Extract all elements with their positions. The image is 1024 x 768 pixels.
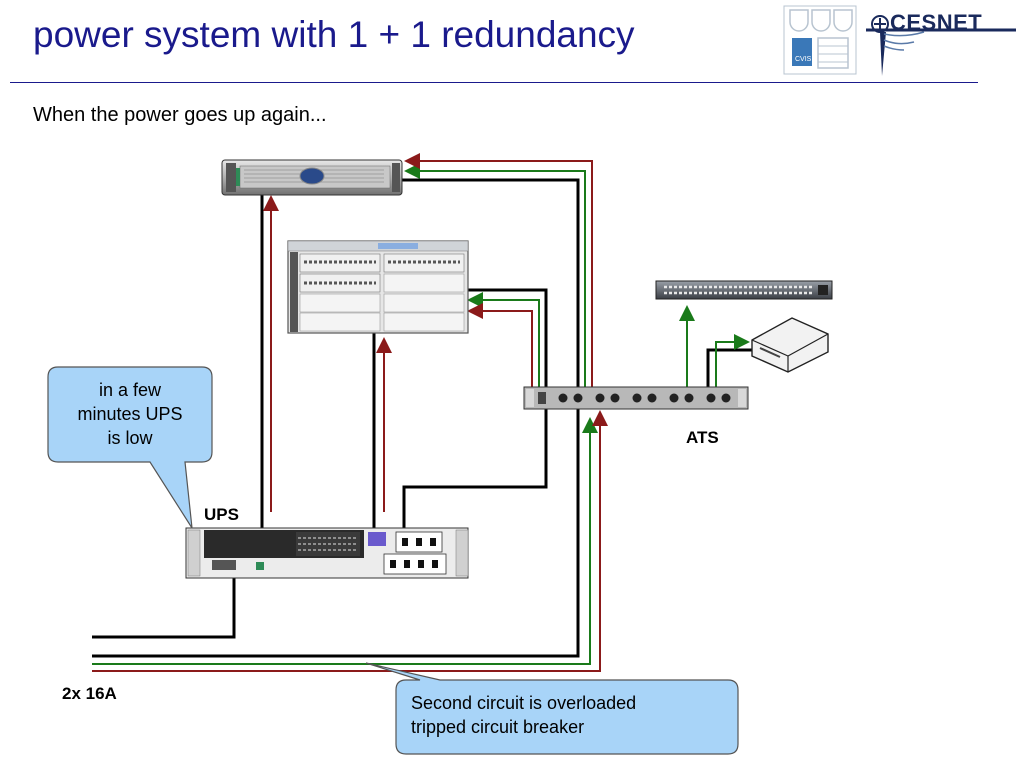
server-to-ats-cable [402, 178, 580, 388]
ats-power-strip [523, 386, 749, 410]
rack-server [221, 159, 403, 196]
circuit-green-arrow [92, 417, 598, 665]
ups-input-cable [92, 578, 236, 639]
callout-overloaded-text: Second circuit is overloaded tripped cir… [411, 691, 731, 739]
slide-subtitle: When the power goes up again... [33, 104, 327, 126]
callout-ups-low-line-1: in a few [98, 380, 162, 400]
box-cable [706, 348, 752, 388]
chassis-to-ats-cable [468, 288, 548, 388]
rack-switch [655, 280, 833, 300]
callout-ups-low-line-3: is low [107, 428, 153, 448]
box-green-arrow [715, 334, 750, 388]
ups-unit [185, 527, 469, 579]
ups-to-ats-cable [402, 408, 548, 528]
cesnet-logo-label: CESNET [890, 10, 983, 35]
circuit-red-arrow [92, 410, 608, 672]
callout-overloaded [365, 662, 739, 755]
circuits-label: 2x 16A [62, 684, 117, 703]
ups-label: UPS [204, 505, 239, 524]
callout-overloaded-line-2: tripped circuit breaker [411, 717, 585, 737]
network-appliance [751, 317, 829, 373]
cesnet-logo [866, 15, 1016, 76]
callout-ups-low-line-2: minutes UPS [77, 404, 183, 424]
callout-ups-low-text: in a few minutes UPS is low [52, 378, 208, 450]
title-divider [10, 82, 978, 83]
callout-overloaded-line-1: Second circuit is overloaded [411, 693, 637, 713]
callout-ups-low [47, 366, 213, 529]
slide-title: power system with 1 + 1 redundancy [33, 14, 635, 55]
ats-label: ATS [686, 428, 719, 447]
cvis-logo [783, 5, 857, 75]
circuit-black-line [92, 408, 580, 658]
chassis-red-arrow [467, 303, 533, 388]
server-red-arrow [404, 153, 593, 388]
switch-chassis [287, 240, 469, 334]
chassis-green-arrow [467, 292, 540, 388]
cvis-logo-label: CVIS [795, 56, 812, 63]
server-green-arrow [404, 163, 586, 388]
